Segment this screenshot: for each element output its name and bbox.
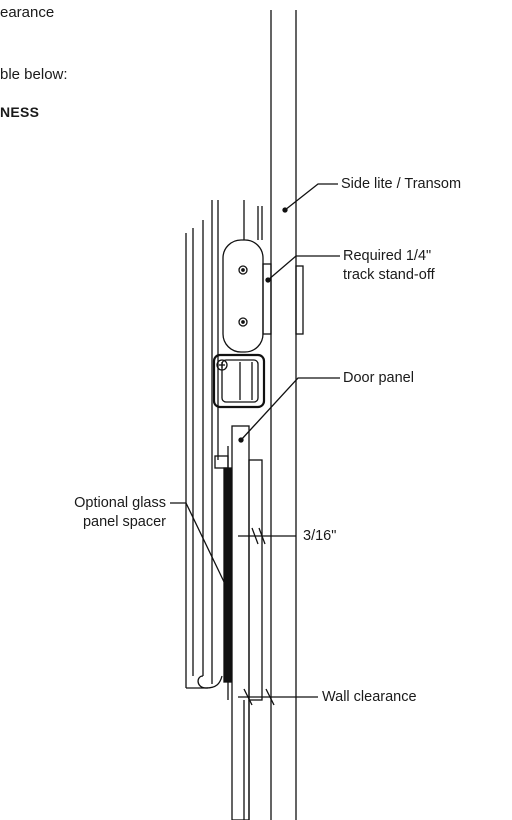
glass-panel-spacer (223, 467, 232, 683)
door-panel-leader (240, 377, 340, 441)
track-bottom-hook (197, 675, 223, 689)
track-standoff-block (262, 263, 272, 335)
spacer-label-line2: panel spacer (82, 514, 166, 530)
gap-dimension-label: 3/16" (303, 528, 337, 544)
intro-text-clearance: earance (0, 4, 55, 21)
clamp-bracket-outer (212, 353, 266, 409)
door-panel-step (214, 455, 229, 469)
door-panel-glass (248, 459, 263, 701)
roller-pin-top (238, 265, 248, 275)
spacer-leader (170, 502, 227, 587)
intro-text-table-below: ble below: (0, 66, 68, 83)
wall-clearance-label: Wall clearance (322, 689, 417, 705)
clamp-screw-icon (216, 359, 228, 371)
standoff-label-line2: track stand-off (343, 267, 435, 283)
roller-carriage (222, 239, 264, 353)
side-lite-label: Side lite / Transom (341, 176, 462, 192)
clamp-bracket-inner (221, 359, 259, 403)
standoff-leader (267, 255, 340, 281)
spacer-label-line1: Optional glass (74, 495, 166, 511)
side-lite-leader (284, 183, 338, 211)
door-panel-label: Door panel (343, 370, 414, 386)
door-panel-outline (231, 425, 250, 820)
track-standoff-plate (295, 265, 304, 335)
standoff-label-line1: Required 1/4" (343, 248, 432, 264)
roller-pin-bottom (238, 317, 248, 327)
intro-text-thickness: NESS (0, 104, 40, 120)
